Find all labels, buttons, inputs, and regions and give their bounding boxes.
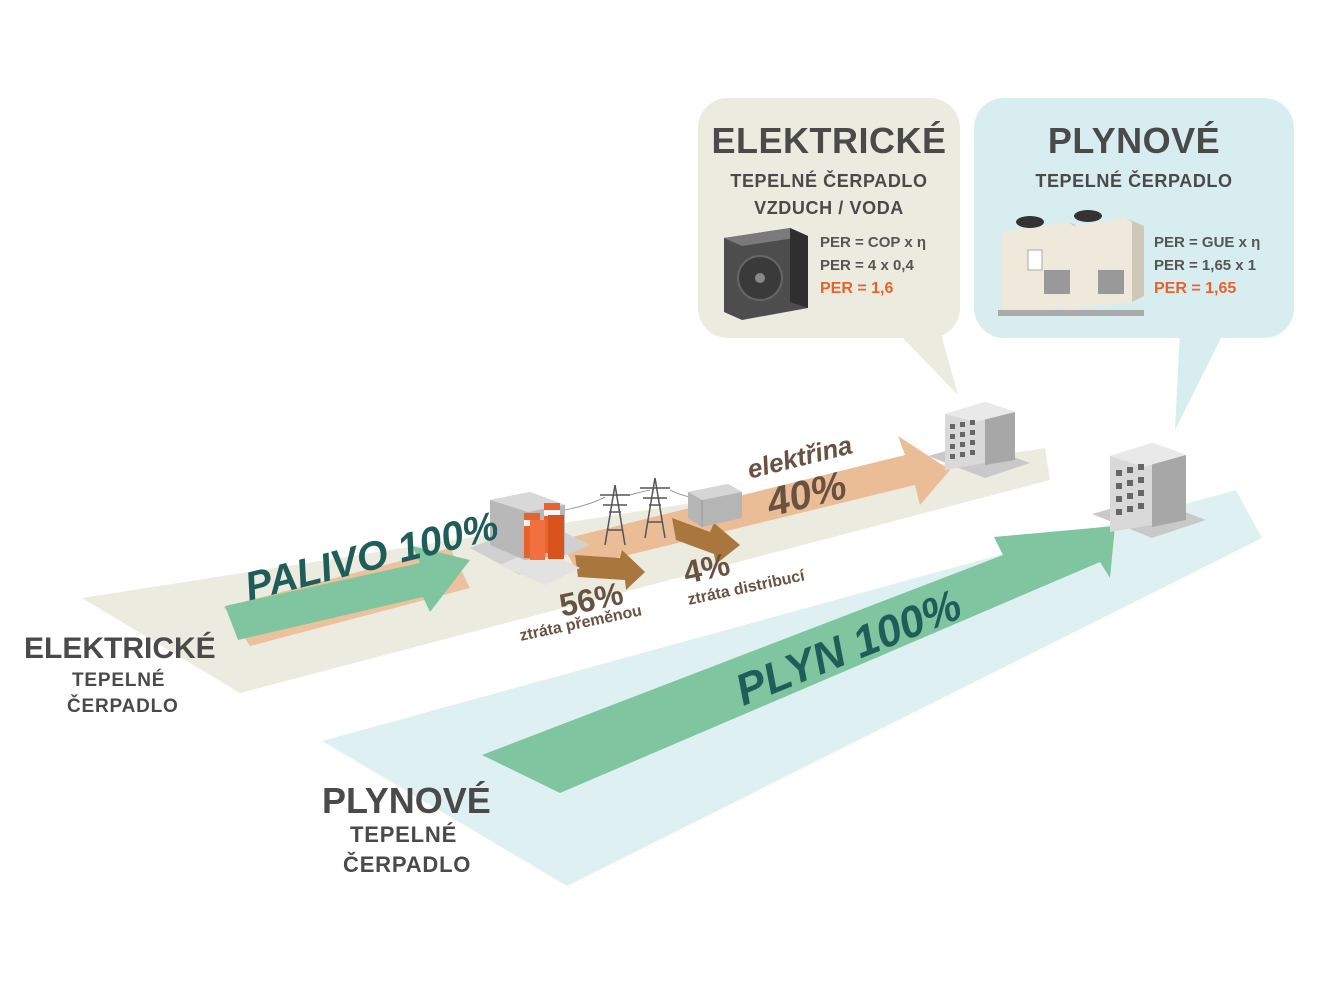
conversion-loss-arrow bbox=[575, 550, 645, 590]
gas-side-subtitle-2: ČERPADLO bbox=[343, 852, 472, 877]
gas-side-title: PLYNOVÉ bbox=[322, 780, 491, 821]
gas-green-arrow bbox=[482, 526, 1115, 793]
gas-side-subtitle-1: TEPELNÉ bbox=[350, 822, 458, 847]
formula-line: PER = COP x η bbox=[820, 234, 927, 251]
formula-result: PER = 1,6 bbox=[820, 280, 894, 297]
power-pylons bbox=[564, 477, 691, 546]
formula-line: PER = 4 x 0,4 bbox=[820, 257, 914, 274]
electric-side-subtitle-1: TEPELNÉ bbox=[72, 670, 166, 691]
formula-line: PER = GUE x η bbox=[1154, 234, 1261, 251]
electric-heat-pump-bubble: ELEKTRICKÉ TEPELNÉ ČERPADLO VZDUCH / VOD… bbox=[698, 98, 960, 338]
gas-formulas: PER = GUE x η PER = 1,65 x 1 PER = 1,65 bbox=[1154, 231, 1260, 300]
gas-heat-pump-icon bbox=[998, 210, 1144, 316]
gas-bubble-tail bbox=[1175, 330, 1225, 430]
bubble-title: PLYNOVÉ bbox=[1047, 120, 1221, 161]
fuel-green-arrow bbox=[225, 546, 470, 640]
electric-side-subtitle-2: ČERPADLO bbox=[67, 696, 179, 717]
bubble-subtitle: TEPELNÉ ČERPADLO bbox=[1035, 171, 1233, 191]
power-plant bbox=[470, 492, 590, 585]
building-electric bbox=[928, 402, 1030, 478]
elec-formulas: PER = COP x η PER = 4 x 0,4 PER = 1,6 bbox=[820, 231, 926, 300]
bubble-title: ELEKTRICKÉ bbox=[711, 120, 947, 161]
building-gas bbox=[1092, 443, 1206, 538]
bubble-subtitle: TEPELNÉ ČERPADLO bbox=[730, 171, 928, 191]
gas-heat-pump-bubble: PLYNOVÉ TEPELNÉ ČERPADLO PER = GUE x η P… bbox=[974, 98, 1294, 338]
elec-bubble-tail bbox=[895, 330, 958, 395]
air-water-heat-pump-icon bbox=[724, 228, 808, 320]
distribution-loss-arrow bbox=[672, 518, 740, 564]
substation bbox=[688, 484, 742, 527]
formula-line: PER = 1,65 x 1 bbox=[1154, 257, 1257, 274]
electricity-arrow bbox=[560, 436, 950, 568]
electric-side-title: ELEKTRICKÉ bbox=[24, 632, 216, 665]
bubble-subtitle-2: VZDUCH / VODA bbox=[754, 198, 904, 218]
formula-result: PER = 1,65 bbox=[1154, 280, 1237, 297]
